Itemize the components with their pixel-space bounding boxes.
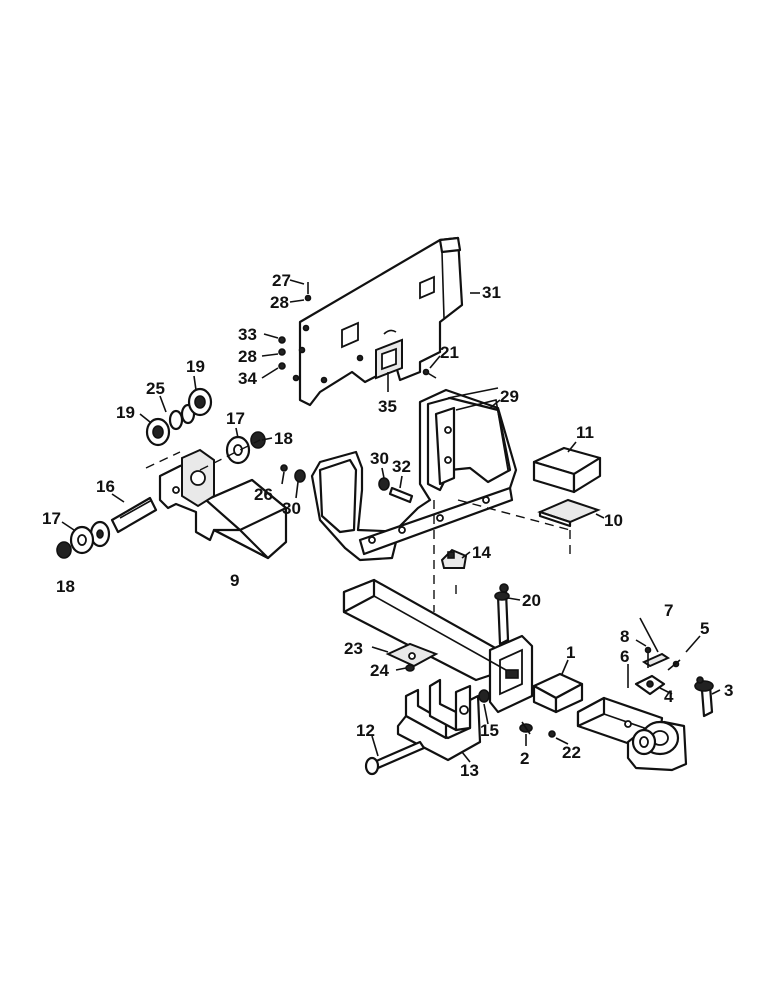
callout-10: 10 <box>604 511 623 530</box>
callout-labels: 27 28 31 33 28 34 21 35 29 11 10 19 25 1… <box>42 271 733 780</box>
callout-23: 23 <box>344 639 363 658</box>
callout-26: 26 <box>254 485 273 504</box>
callout-30: 30 <box>370 449 389 468</box>
part-5-screw <box>667 659 681 671</box>
part-2-spring-pin <box>519 721 533 735</box>
callout-2: 2 <box>520 749 529 768</box>
callout-28: 28 <box>238 347 257 366</box>
callout-11: 11 <box>576 423 594 442</box>
lower-drawbar-tube <box>342 578 534 714</box>
callout-27: 27 <box>272 271 291 290</box>
callout-7: 7 <box>664 601 673 620</box>
callout-13: 13 <box>460 761 479 780</box>
part-11-pad <box>532 446 602 494</box>
callout-31: 31 <box>482 283 501 302</box>
callout-8: 8 <box>620 627 629 646</box>
part-1-block <box>532 672 584 714</box>
part-23-plate <box>385 642 439 668</box>
callout-1: 1 <box>566 643 575 662</box>
callout-28: 28 <box>270 293 289 312</box>
callout-18: 18 <box>56 577 75 596</box>
panel-hardware <box>278 282 312 370</box>
callout-16: 16 <box>96 477 115 496</box>
part-15-nut <box>478 689 490 703</box>
callout-17: 17 <box>42 509 61 528</box>
callout-25: 25 <box>146 379 165 398</box>
part-4-clip <box>634 674 666 696</box>
callout-3: 3 <box>724 681 733 700</box>
callout-leaders <box>61 279 721 763</box>
part-24-nut <box>405 664 415 672</box>
callout-21: 21 <box>440 343 459 362</box>
bolts-26-30-32 <box>280 464 414 504</box>
part-16-shaft <box>56 496 158 559</box>
callout-29: 29 <box>500 387 519 406</box>
part-20-pin <box>494 583 510 646</box>
callout-19: 19 <box>116 403 135 422</box>
callout-30: 30 <box>282 499 301 518</box>
callout-24: 24 <box>370 661 389 680</box>
callout-17: 17 <box>226 409 245 428</box>
part-10-plate <box>537 498 601 528</box>
callout-15: 15 <box>480 721 499 740</box>
part-31-panel <box>292 236 464 407</box>
callout-35: 35 <box>378 397 397 416</box>
part-19-25-bearings <box>145 387 213 447</box>
callout-18: 18 <box>274 429 293 448</box>
callout-4: 4 <box>664 687 674 706</box>
part-3-hitch-pin <box>694 676 714 718</box>
part-8-pin <box>644 646 652 668</box>
callout-5: 5 <box>700 619 709 638</box>
callout-34: 34 <box>238 369 257 388</box>
callout-33: 33 <box>238 325 257 344</box>
part-12-bolt <box>364 740 426 776</box>
callout-9: 9 <box>230 571 239 590</box>
callout-14: 14 <box>472 543 491 562</box>
callout-32: 32 <box>392 457 411 476</box>
callout-6: 6 <box>620 647 629 666</box>
part-29-frame-bracket <box>310 387 518 562</box>
callout-12: 12 <box>356 721 375 740</box>
part-22-screw <box>548 730 556 738</box>
hitch-clevis <box>626 720 688 772</box>
callout-20: 20 <box>522 591 541 610</box>
callout-19: 19 <box>186 357 205 376</box>
part-9-left-arm <box>158 448 288 560</box>
part-21-pin <box>422 368 437 379</box>
part-14-block <box>440 548 468 569</box>
part-17-18-washers-upper <box>225 431 266 465</box>
callout-22: 22 <box>562 743 581 762</box>
assembly-lines <box>145 439 571 612</box>
